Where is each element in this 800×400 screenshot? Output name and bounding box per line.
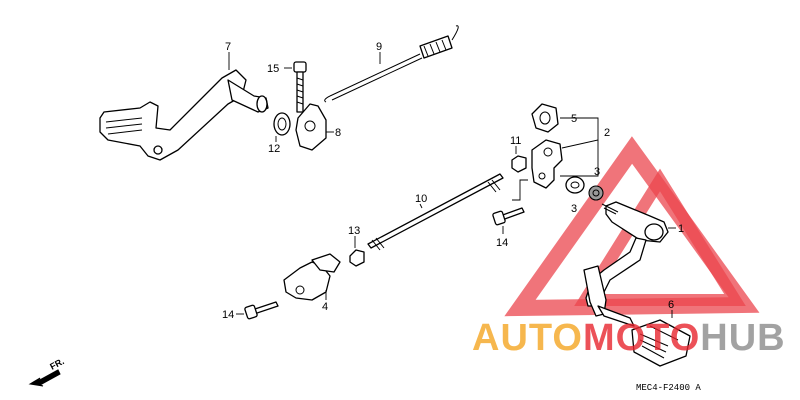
- front-arrow-icon: FR.: [28, 356, 66, 387]
- watermark-text-segment: AUTO: [472, 317, 583, 359]
- clevis-part-8: [295, 103, 334, 151]
- peg-rubber-part-6: [597, 305, 691, 367]
- bolt-part-15: [284, 61, 307, 113]
- watermark-triangle-inner: [574, 168, 746, 306]
- callout-5: 5: [571, 113, 577, 125]
- shift-pedal-part-1: [583, 201, 676, 317]
- watermark-logo: [504, 136, 760, 317]
- watermark-text-segment: HUB: [700, 317, 785, 359]
- callout-9: 9: [376, 41, 382, 53]
- nut-part-13: [349, 236, 365, 267]
- callout-brackets: [512, 117, 599, 201]
- callout-2: 2: [604, 127, 610, 139]
- washer-part-12: [273, 112, 291, 142]
- watermark-brand: AUTOMOTOHUB: [472, 317, 786, 359]
- callout-10: 10: [415, 193, 427, 205]
- clevis-part-5: [531, 103, 559, 133]
- callout-1: 1: [678, 223, 684, 235]
- bolt-part-14-upper: [492, 207, 525, 234]
- bolt-part-14-lower: [236, 301, 279, 320]
- callout-15: 15: [267, 63, 279, 75]
- callout-3-upper: 3: [594, 166, 600, 178]
- washer-part-3a: [565, 176, 585, 194]
- watermark-text-segment: MOTO: [583, 317, 700, 359]
- rod-part-10: [367, 173, 504, 251]
- brake-pedal-part-7: [99, 52, 269, 161]
- callout-13: 13: [348, 225, 360, 237]
- callout-6: 6: [668, 299, 674, 311]
- callout-11: 11: [510, 135, 521, 147]
- callout-14-upper: 14: [496, 237, 508, 249]
- washer-part-3b: [588, 185, 604, 201]
- arm-part-2: [531, 139, 563, 189]
- front-indicator-label: FR.: [48, 356, 65, 372]
- callout-12: 12: [268, 143, 280, 155]
- callout-labels: 1 2 3 3 4 5 6 7 8 9 10 11 12 13 14 14 15: [222, 41, 684, 321]
- joint-part-4: [283, 253, 341, 301]
- callout-14-lower: 14: [222, 309, 234, 321]
- callout-7: 7: [225, 41, 231, 53]
- diagram-code: MEC4-F2400 A: [636, 383, 701, 393]
- callout-8: 8: [335, 127, 341, 139]
- svg-text:AUTOMOTOHUB: AUTOMOTOHUB: [472, 317, 786, 359]
- spring-part-9: [324, 25, 459, 103]
- callout-4: 4: [322, 301, 328, 313]
- nut-part-11: [511, 146, 527, 173]
- callout-3-lower: 3: [571, 203, 577, 215]
